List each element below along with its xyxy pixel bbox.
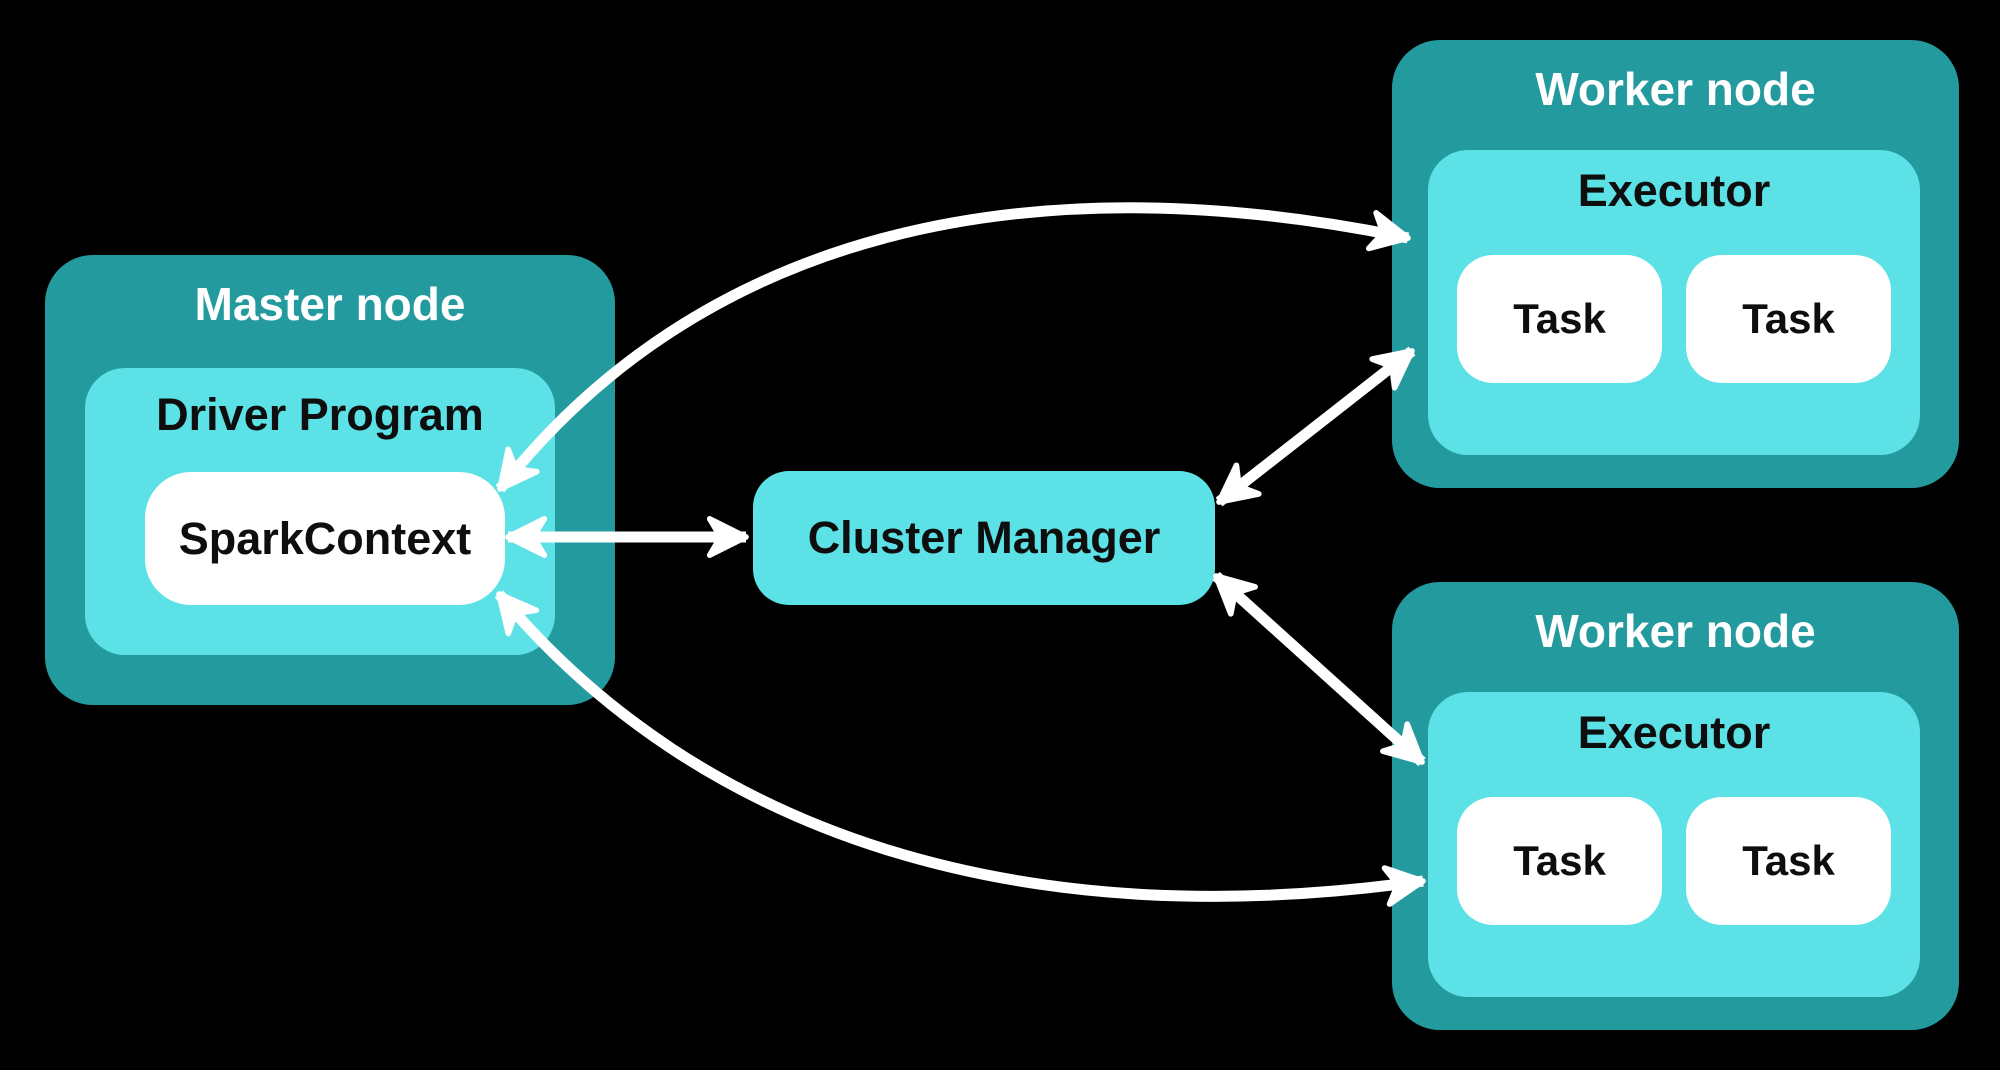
task-label: Task: [1513, 837, 1606, 884]
worker-node-bottom-box: Worker node Executor Task Task: [1392, 582, 1959, 1030]
cluster-manager-box: Cluster Manager: [753, 471, 1215, 605]
executor-bottom-title: Executor: [1577, 707, 1771, 758]
master-node-title: Master node: [194, 278, 466, 330]
executor-bottom-box: Executor Task Task: [1428, 692, 1920, 997]
driver-program-title: Driver Program: [156, 389, 484, 440]
arrow-clustermanager-worker-top: [1215, 346, 1416, 507]
executor-top-box: Executor Task Task: [1428, 150, 1920, 455]
executor-bottom-task-row: Task Task: [1428, 797, 1920, 925]
spark-context-box: SparkContext: [145, 472, 505, 605]
cluster-manager-label: Cluster Manager: [807, 512, 1161, 563]
worker-node-top-box: Worker node Executor Task Task: [1392, 40, 1959, 488]
task-label: Task: [1742, 837, 1835, 884]
task-box: Task: [1686, 255, 1891, 383]
driver-program-box: Driver Program SparkContext: [85, 368, 555, 655]
task-box: Task: [1457, 797, 1662, 925]
worker-node-top-title: Worker node: [1535, 63, 1816, 115]
task-box: Task: [1686, 797, 1891, 925]
worker-node-bottom-title: Worker node: [1535, 605, 1816, 657]
arrow-sparkcontext-executor-top-curve: [495, 202, 1411, 493]
executor-top-title: Executor: [1577, 165, 1771, 216]
arrow-sparkcontext-executor-bottom-curve: [494, 590, 1426, 907]
task-label: Task: [1742, 295, 1835, 342]
task-label: Task: [1513, 295, 1606, 342]
task-box: Task: [1457, 255, 1662, 383]
executor-top-task-row: Task Task: [1428, 255, 1920, 383]
master-node-box: Master node Driver Program SparkContext: [45, 255, 615, 705]
spark-context-label: SparkContext: [178, 512, 472, 564]
